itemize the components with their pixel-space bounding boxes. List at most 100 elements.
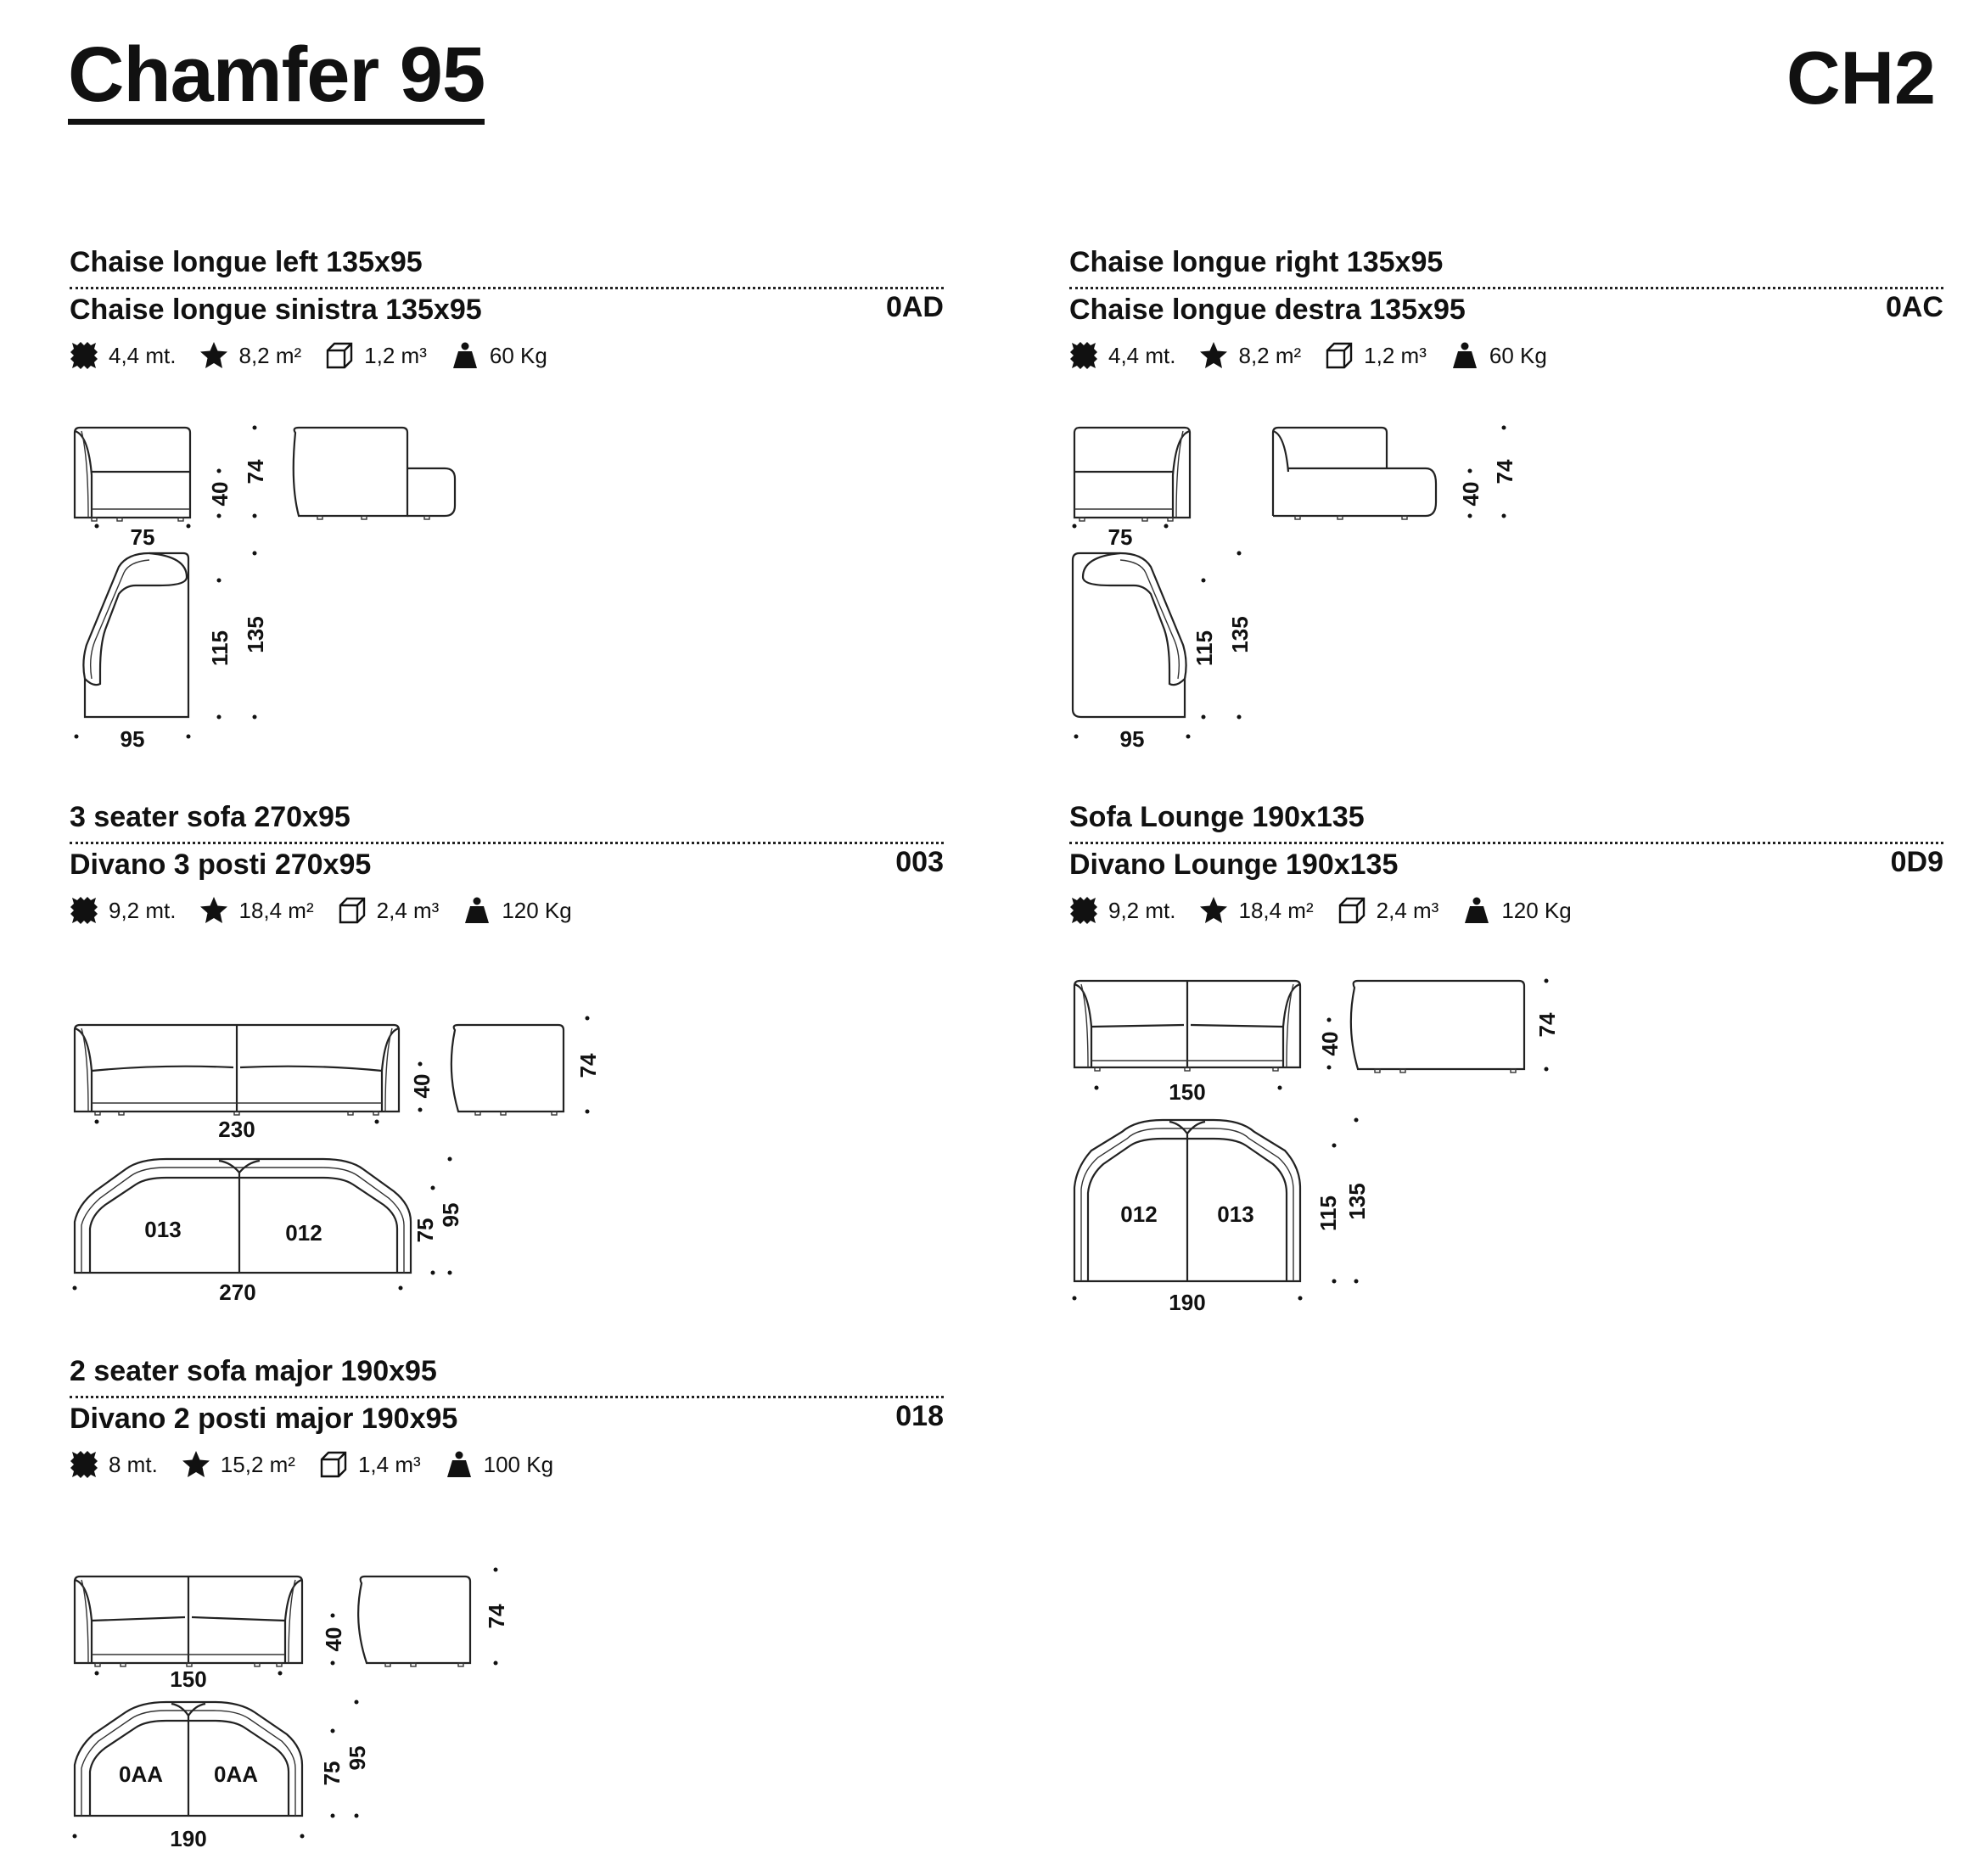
top-view: 013 012: [73, 1157, 412, 1274]
star-area-icon: [182, 1450, 210, 1479]
dotted-divider: [1069, 287, 1943, 289]
spec-volume: 1,2 m³: [364, 342, 427, 368]
spec-weight: 60 Kg: [489, 342, 547, 368]
spec-area: 8,2 m²: [238, 342, 302, 368]
cube-volume-icon: [319, 1450, 348, 1479]
star-area-icon: [199, 896, 228, 925]
spec-length: 4,4 mt.: [1108, 342, 1176, 368]
spec-length: 8 mt.: [109, 1451, 158, 1477]
module-label: 0AA: [214, 1761, 258, 1787]
dim-total-height: 74: [575, 1053, 601, 1078]
spec-area: 8,2 m²: [1238, 342, 1302, 368]
section-title-it: Chaise longue destra 135x95: [1069, 294, 1466, 326]
spec-weight: 100 Kg: [483, 1451, 554, 1477]
star-area-icon: [199, 341, 228, 370]
module-label: 013: [1217, 1201, 1253, 1227]
spec-length: 4,4 mt.: [109, 342, 177, 368]
dim-seat-height: 40: [321, 1627, 346, 1652]
top-view: 012 013: [1073, 1118, 1302, 1283]
section-title-it: Divano 3 posti 270x95: [70, 848, 372, 881]
spec-weight: 60 Kg: [1489, 342, 1547, 368]
front-view: [73, 1575, 304, 1667]
side-view: [292, 426, 457, 520]
dim-inner-depth: 75: [412, 1218, 438, 1243]
spec-length: 9,2 mt.: [109, 897, 177, 923]
side-view: [357, 1575, 472, 1667]
module-label: 0AA: [119, 1761, 163, 1787]
spec-weight: 120 Kg: [1501, 897, 1572, 923]
spec-row: 9,2 mt. 18,4 m² 2,4 m³ 120 Kg: [70, 896, 596, 925]
spec-row: 4,4 mt. 8,2 m² 1,2 m³ 60 Kg: [1069, 341, 1571, 370]
dim-top-width: 270: [219, 1280, 255, 1305]
section-title-it: Divano 2 posti major 190x95: [70, 1403, 458, 1435]
top-view: 0AA 0AA: [73, 1700, 304, 1817]
dim-front-width: 230: [218, 1117, 255, 1142]
dim-seat-height: 40: [1458, 482, 1483, 507]
module-label: 012: [285, 1220, 322, 1246]
dim-total-depth: 95: [345, 1746, 370, 1771]
dim-inner-depth: 115: [1315, 1196, 1341, 1231]
module-label: 013: [144, 1217, 181, 1242]
spec-area: 15,2 m²: [220, 1451, 295, 1477]
page-code: CH2: [1786, 36, 1936, 120]
spec-volume: 2,4 m³: [376, 897, 440, 923]
side-view: [1271, 426, 1438, 520]
dim-top-width: 95: [1120, 726, 1145, 752]
section-title-en: Sofa Lounge 190x135: [1069, 801, 1365, 833]
leather-hide-icon: [1069, 341, 1098, 370]
dotted-divider: [70, 1396, 944, 1398]
cube-volume-icon: [1337, 896, 1366, 925]
leather-hide-icon: [1069, 896, 1098, 925]
dim-front-width: 75: [131, 524, 155, 550]
dim-seat-height: 40: [1317, 1032, 1343, 1056]
top-view: [1071, 552, 1187, 719]
front-view: [73, 426, 192, 522]
dimension-marks: 150 40 74 190 115 135: [1072, 978, 1560, 1315]
section-title-en: Chaise longue right 135x95: [1069, 246, 1444, 278]
spec-row: 4,4 mt. 8,2 m² 1,2 m³ 60 Kg: [70, 341, 571, 370]
dim-inner-depth: 115: [207, 630, 233, 666]
section-title-it: Chaise longue sinistra 135x95: [70, 294, 482, 326]
spec-area: 18,4 m²: [1238, 897, 1314, 923]
weight-icon: [1462, 896, 1491, 925]
spec-volume: 1,2 m³: [1364, 342, 1427, 368]
spec-volume: 1,4 m³: [357, 1451, 421, 1477]
leather-hide-icon: [70, 896, 98, 925]
dim-top-width: 190: [170, 1826, 206, 1851]
front-view: [1073, 979, 1302, 1072]
cube-volume-icon: [1325, 341, 1354, 370]
dimension-marks: 150 40 74 190 75 95: [72, 1567, 509, 1851]
dimension-marks: 75 40 74 95 115 135: [74, 425, 268, 752]
spec-volume: 2,4 m³: [1376, 897, 1439, 923]
dim-inner-depth: 115: [1192, 630, 1217, 666]
dim-top-width: 190: [1169, 1290, 1205, 1315]
weight-icon: [451, 341, 479, 370]
dim-seat-height: 40: [207, 482, 233, 507]
module-label: 012: [1120, 1201, 1157, 1227]
star-area-icon: [1199, 341, 1228, 370]
section-code: 003: [895, 846, 944, 878]
dim-front-width: 75: [1108, 524, 1133, 550]
spec-length: 9,2 mt.: [1108, 897, 1176, 923]
weight-icon: [445, 1450, 474, 1479]
dotted-divider: [70, 287, 944, 289]
dimension-marks: 230 40 74 270 75 95: [72, 1016, 601, 1305]
dotted-divider: [1069, 842, 1943, 844]
page-title: Chamfer 95: [68, 36, 485, 125]
dim-total-depth: 135: [1344, 1183, 1370, 1219]
star-area-icon: [1199, 896, 1228, 925]
spec-row: 8 mt. 15,2 m² 1,4 m³ 100 Kg: [70, 1450, 577, 1479]
spec-row: 9,2 mt. 18,4 m² 2,4 m³ 120 Kg: [1069, 896, 1595, 925]
cube-volume-icon: [325, 341, 354, 370]
section-code: 0AC: [1885, 291, 1943, 323]
section-title-it: Divano Lounge 190x135: [1069, 848, 1399, 881]
front-view: [1073, 426, 1192, 522]
dim-total-height: 74: [243, 459, 268, 484]
dim-front-width: 150: [1169, 1079, 1205, 1105]
spec-area: 18,4 m²: [238, 897, 314, 923]
